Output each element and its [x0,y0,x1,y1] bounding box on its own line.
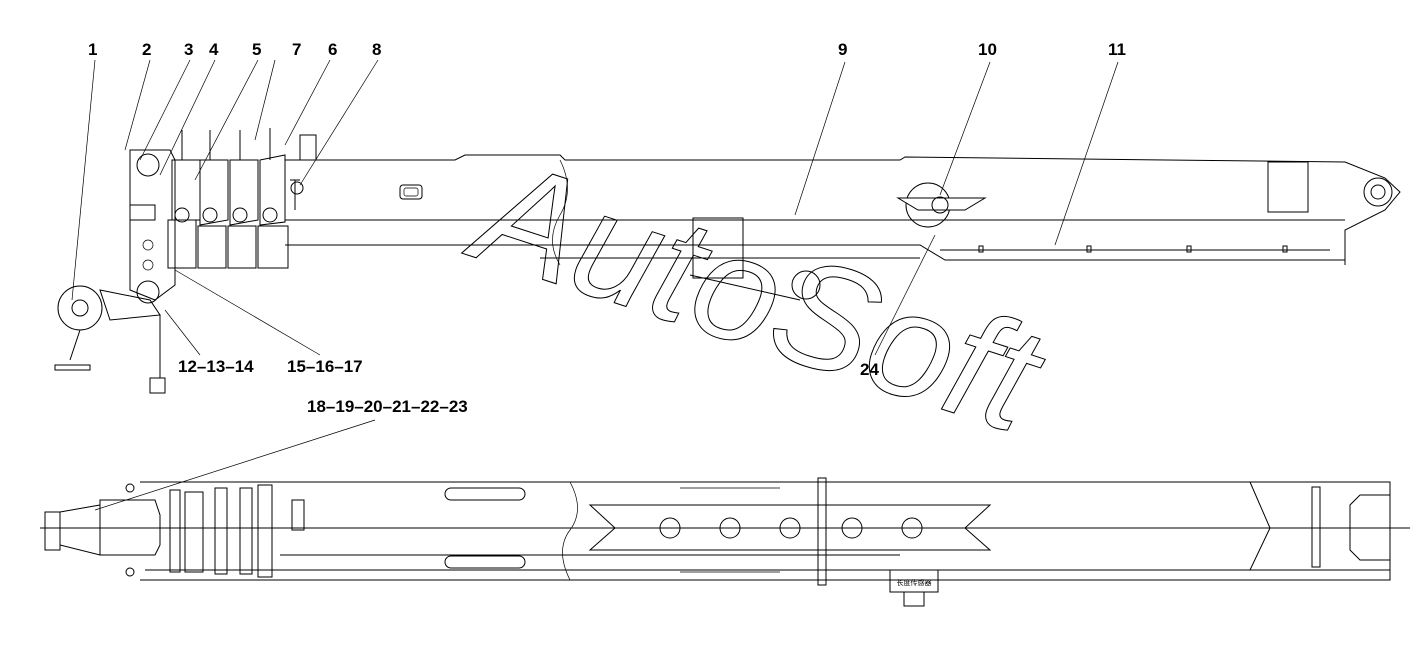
boom-head-pin [1363,177,1393,207]
callout-4: 4 [209,40,219,59]
break-line-1 [552,159,568,266]
callout-8: 8 [372,40,381,59]
root-pin-upper [136,153,160,177]
mid-bracket [692,217,744,279]
callout-5: 5 [252,40,261,59]
plan-view: 长度传感器 [40,477,1410,607]
root-pin-lower [136,280,160,304]
cable-clips [978,245,1288,253]
boom-outline-top [285,154,1401,265]
leader-lines [71,59,1119,511]
callout-24: 24 [860,360,879,379]
boom-head-pin-inner [1370,184,1386,200]
slot-bottom [444,555,526,569]
callout-15-17: 15–16–17 [287,357,363,376]
watermark-text: AutoSoft [451,124,1063,466]
side-view [54,59,1401,511]
root-bracket [129,149,176,301]
callout-2: 2 [142,40,151,59]
pulley-bracket [896,197,987,211]
hook-sheave [57,285,103,331]
tie-rod [817,477,827,586]
sensor-label: 长度传感器 [897,578,932,587]
perforated-section [588,504,992,551]
callout-18-23: 18–19–20–21–22–23 [307,397,468,416]
callout-9: 9 [838,40,847,59]
callout-6: 6 [328,40,337,59]
hook-weight [54,329,91,371]
boom-line-lower [285,244,1345,261]
rope-weight [149,377,166,394]
callout-3: 3 [184,40,193,59]
tail-fork [1349,494,1390,561]
callout-10: 10 [978,40,997,59]
callout-12-14: 12–13–14 [178,357,254,376]
watermark: AutoSoft [451,123,1064,466]
plan-outline [140,481,1391,581]
callout-7: 7 [292,40,301,59]
callout-1: 1 [88,40,97,59]
end-plate [1267,161,1309,213]
front-cylinders [44,483,305,578]
cylinder-group [167,128,317,269]
callout-11: 11 [1108,40,1126,59]
lower-pin [791,270,821,300]
callout-labels: 1 2 3 4 5 7 6 8 9 10 11 12–13–14 15–16–1… [88,40,1126,416]
slot-top [444,487,526,501]
lightening-holes [659,517,923,539]
slider-pad [399,184,423,200]
